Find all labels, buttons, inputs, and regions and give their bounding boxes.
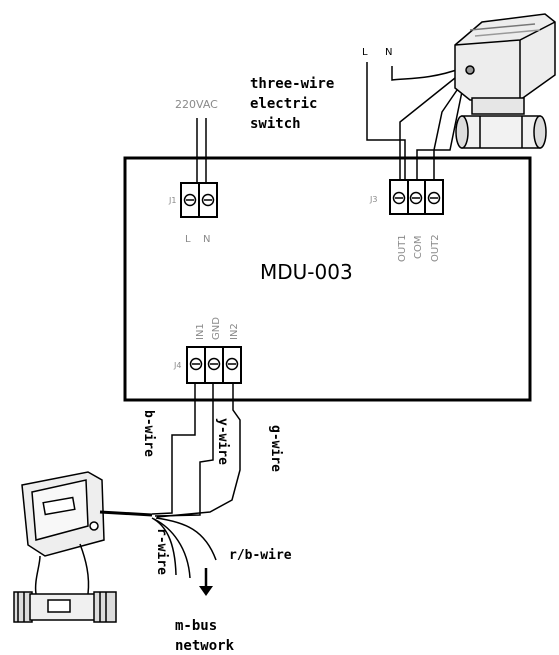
j4-pin-in1: IN1 bbox=[195, 323, 206, 340]
j3-connector-label: J3 bbox=[369, 195, 377, 204]
j1-terminal-block bbox=[180, 182, 218, 218]
j3-pin-com: COM bbox=[413, 236, 424, 259]
water-meter-image bbox=[13, 471, 153, 623]
j4-pin-gnd: GND bbox=[211, 317, 222, 340]
valve-wire-l bbox=[366, 62, 406, 180]
j4-pin-in2: IN2 bbox=[229, 323, 240, 340]
valve-wire-out1 bbox=[399, 69, 466, 180]
lead-bundle-extra bbox=[153, 518, 191, 579]
j1-pin-l: L bbox=[185, 234, 191, 245]
label-rb-wire: r/b-wire bbox=[229, 548, 292, 563]
j4-terminal-block bbox=[186, 346, 242, 384]
j1-connector-label: J1 bbox=[168, 196, 176, 205]
valve-label-line-1: three-wire bbox=[250, 76, 334, 92]
mbus-arrow-head bbox=[199, 586, 213, 596]
electric-valve-image bbox=[454, 13, 556, 149]
valve-label-line-3: switch bbox=[250, 116, 301, 132]
lead-rb-wire bbox=[155, 517, 217, 561]
label-b-wire: b-wire bbox=[141, 410, 156, 457]
j3-pin-out1: OUT1 bbox=[397, 234, 408, 262]
valve-wire-out2 bbox=[433, 73, 469, 180]
device-name: MDU-003 bbox=[260, 260, 353, 284]
j3-pin-out2: OUT2 bbox=[430, 234, 441, 262]
valve-label-line-2: electric bbox=[250, 96, 317, 112]
j3-terminal-block bbox=[389, 179, 444, 215]
lead-b-wire bbox=[151, 383, 196, 515]
network-label-line-2: network bbox=[175, 638, 235, 654]
network-label-line-1: m-bus bbox=[175, 618, 217, 634]
power-supply-label: 220VAC bbox=[175, 98, 218, 111]
valve-supply-l: L bbox=[362, 47, 368, 58]
label-y-wire: y-wire bbox=[215, 418, 230, 465]
valve-supply-n: N bbox=[385, 47, 392, 58]
label-r-wire: r-wire bbox=[154, 528, 169, 575]
label-g-wire: g-wire bbox=[268, 425, 283, 472]
valve-wire-n bbox=[391, 66, 463, 81]
j1-pin-n: N bbox=[203, 234, 210, 245]
lead-y-wire bbox=[154, 383, 214, 517]
j4-connector-label: J4 bbox=[173, 361, 181, 370]
lead-g-wire bbox=[156, 383, 241, 518]
